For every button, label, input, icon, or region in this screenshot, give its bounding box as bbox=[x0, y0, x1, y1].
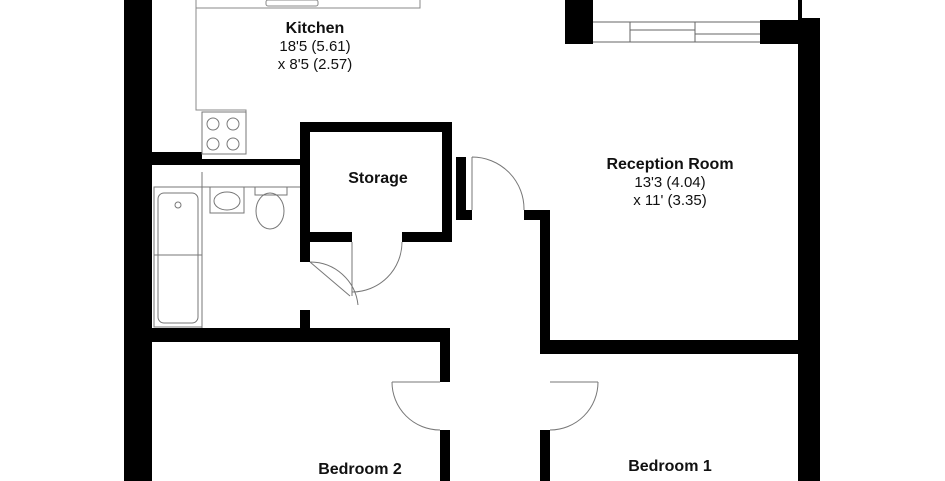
toilet-icon bbox=[255, 192, 285, 230]
reception-dim-1: 13'3 (4.04) bbox=[634, 174, 706, 191]
kitchen-dim-1: 18'5 (5.61) bbox=[279, 38, 351, 55]
reception-name: Reception Room bbox=[606, 156, 734, 173]
wall-reception-stub bbox=[456, 210, 472, 220]
walls bbox=[124, 0, 820, 481]
wall-top-mid-stub bbox=[584, 0, 588, 22]
bedroom2-label: Bedroom 2 bbox=[290, 461, 430, 479]
wall-top-left-pier bbox=[565, 0, 593, 44]
wall-bed2-right-lower bbox=[440, 430, 450, 481]
wall-bed1-left-lower bbox=[540, 430, 550, 481]
wall-storage-bottom-right bbox=[402, 232, 452, 242]
wall-bath-right-lower bbox=[300, 310, 310, 332]
bedroom2-name: Bedroom 2 bbox=[318, 461, 402, 478]
wall-storage-right bbox=[442, 122, 452, 240]
wall-storage-bottom-left bbox=[300, 232, 352, 242]
hob-icon bbox=[201, 111, 247, 155]
doors bbox=[309, 156, 599, 431]
storage-name: Storage bbox=[348, 170, 408, 187]
wall-reception-left-top bbox=[456, 157, 466, 217]
wall-top-right-pier bbox=[760, 20, 820, 44]
wall-left-outer bbox=[124, 0, 152, 481]
basin-icon bbox=[209, 186, 245, 214]
wall-bath-top bbox=[150, 159, 300, 165]
bedroom1-label: Bedroom 1 bbox=[600, 458, 740, 476]
bedroom1-door-swing bbox=[549, 381, 599, 431]
bathroom-door-swing bbox=[309, 261, 359, 306]
wall-reception-left bbox=[540, 210, 550, 350]
bathroom-fixtures bbox=[153, 172, 300, 328]
bedroom2-door-swing bbox=[391, 381, 441, 431]
bedroom1-name: Bedroom 1 bbox=[628, 458, 712, 475]
wall-bed1-top bbox=[540, 340, 820, 354]
wall-storage-left bbox=[300, 122, 310, 262]
wall-bed2-right bbox=[440, 328, 450, 382]
window-reception bbox=[593, 21, 760, 43]
reception-dim-2: x 11' (3.35) bbox=[633, 192, 707, 209]
wall-storage-top bbox=[300, 122, 450, 132]
wall-hall-mid bbox=[150, 328, 446, 342]
reception-door-swing bbox=[471, 156, 525, 211]
kitchen-label: Kitchen 18'5 (5.61) x 8'5 (2.57) bbox=[255, 20, 375, 74]
kitchen-name: Kitchen bbox=[285, 20, 345, 37]
storage-label: Storage bbox=[318, 170, 438, 188]
wall-right-outer bbox=[798, 18, 820, 481]
wall-reception-left-lower bbox=[524, 210, 548, 220]
wall-top-right-stub bbox=[798, 0, 802, 20]
storage-door-swing bbox=[351, 241, 403, 296]
kitchen-dim-2: x 8'5 (2.57) bbox=[277, 56, 353, 73]
wall-kitchen-bath bbox=[150, 152, 202, 162]
toilet-cistern-icon bbox=[254, 186, 288, 196]
reception-label: Reception Room 13'3 (4.04) x 11' (3.35) bbox=[585, 156, 755, 210]
